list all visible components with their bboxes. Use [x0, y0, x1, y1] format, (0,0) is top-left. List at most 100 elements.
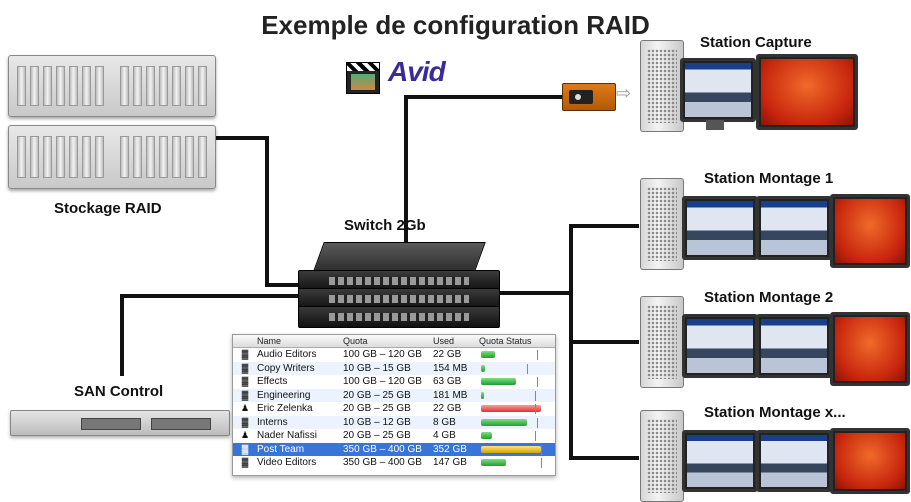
quota-fill — [481, 459, 507, 466]
table-row[interactable]: ♟ Eric Zelenka 20 GB – 25 GB 22 GB — [233, 402, 555, 416]
quota-status-bar — [479, 348, 555, 362]
capture-station-label: Station Capture — [700, 34, 812, 51]
montage1-monitor-2 — [756, 196, 832, 260]
quota-limit-tick — [537, 417, 539, 428]
montage2-monitor-1 — [682, 314, 758, 378]
quota-limit-tick — [537, 350, 539, 360]
raid-storage-unit-2 — [8, 125, 216, 189]
cell-quota: 350 GB – 400 GB — [343, 443, 422, 455]
group-icon: ▓ — [241, 457, 249, 467]
cable-san-up — [120, 296, 124, 376]
quota-table: Name Quota Used Quota Status ▓Audio Edit… — [232, 334, 556, 476]
header-quota[interactable]: Quota — [343, 336, 368, 346]
cable-raid-vertical — [265, 136, 269, 286]
cell-used: 8 GB — [433, 416, 456, 428]
capture-tower — [640, 40, 684, 132]
montage1-station-label: Station Montage 1 — [704, 170, 834, 187]
table-row[interactable]: ▓ Post Team 350 GB – 400 GB 352 GB — [233, 442, 555, 456]
montage1-monitor-3 — [830, 194, 910, 268]
header-name[interactable]: Name — [257, 336, 282, 346]
cable-to-montage2 — [569, 340, 639, 344]
montage2-station-label: Station Montage 2 — [704, 289, 834, 306]
san-control-server — [10, 410, 230, 436]
cell-used: 181 MB — [433, 389, 468, 401]
group-icon: ▓ — [241, 389, 249, 400]
cable-san-to-switch — [120, 294, 310, 298]
cell-name: Effects — [257, 376, 288, 387]
montagex-monitor-2 — [756, 430, 832, 492]
cable-switch-up — [404, 97, 408, 247]
cell-name: Video Editors — [257, 457, 317, 468]
quota-limit-tick — [537, 377, 539, 387]
san-label: SAN Control — [74, 383, 164, 400]
user-icon: ♟ — [240, 403, 250, 413]
table-row[interactable]: ▓ Interns 10 GB – 12 GB 8 GB — [233, 415, 555, 430]
cell-used: 22 GB — [433, 403, 462, 414]
quota-status-bar — [479, 402, 555, 416]
switch-label: Switch 2Gb — [344, 217, 426, 234]
cell-used: 63 GB — [433, 376, 462, 387]
header-used[interactable]: Used — [433, 336, 455, 346]
avid-logo: Avid — [388, 56, 446, 87]
cell-used: 154 MB — [433, 362, 468, 374]
group-icon: ▓ — [241, 376, 249, 386]
diagram-title: Exemple de configuration RAID — [261, 10, 650, 40]
quota-status-bar — [479, 362, 555, 376]
table-row[interactable]: ▓ Engineering 20 GB – 25 GB 181 MB — [233, 388, 555, 403]
fibre-switch — [298, 242, 500, 330]
montage2-monitor-3 — [830, 312, 910, 386]
cell-used: 147 GB — [433, 457, 467, 468]
capture-monitor-right — [756, 54, 858, 130]
quota-fill — [481, 351, 495, 358]
quota-fill — [481, 364, 486, 372]
quota-status-bar — [479, 416, 555, 430]
montage1-monitor-1 — [682, 196, 758, 260]
montage2-tower — [640, 296, 684, 388]
cell-name: Post Team — [257, 443, 305, 455]
montagex-monitor-3 — [830, 428, 910, 494]
cell-quota: 20 GB – 25 GB — [343, 403, 411, 414]
cell-quota: 20 GB – 25 GB — [343, 389, 411, 401]
clapperboard-icon — [346, 62, 380, 94]
montagex-tower — [640, 410, 684, 502]
cell-name: Engineering — [257, 389, 311, 401]
header-quota-status[interactable]: Quota Status — [479, 336, 532, 346]
quota-limit-tick — [535, 404, 537, 414]
cell-used: 352 GB — [433, 443, 467, 455]
montage1-tower — [640, 178, 684, 270]
quota-fill — [481, 391, 484, 399]
group-icon: ▓ — [241, 416, 249, 427]
quota-limit-tick — [535, 390, 537, 401]
table-row[interactable]: ▓ Effects 100 GB – 120 GB 63 GB — [233, 375, 555, 389]
cell-used: 4 GB — [433, 430, 456, 441]
cell-name: Eric Zelenka — [257, 403, 313, 414]
quota-status-bar — [479, 389, 555, 403]
quota-limit-tick — [535, 431, 537, 441]
montagex-station-label: Station Montage x... — [704, 404, 846, 421]
cell-name: Interns — [257, 416, 288, 428]
quota-fill — [481, 418, 527, 426]
quota-limit-tick — [526, 363, 528, 374]
cable-to-montagex — [569, 456, 639, 460]
cell-quota: 20 GB – 25 GB — [343, 430, 411, 441]
capture-deck — [562, 83, 616, 111]
montage2-monitor-2 — [756, 314, 832, 378]
cell-quota: 10 GB – 12 GB — [343, 416, 411, 428]
quota-limit-tick — [540, 444, 542, 455]
quota-fill — [481, 432, 492, 439]
cable-raid-horizontal — [214, 136, 268, 140]
cell-quota: 100 GB – 120 GB — [343, 376, 422, 387]
cell-quota: 10 GB – 15 GB — [343, 362, 411, 374]
cable-raid-to-switch — [265, 283, 310, 287]
quota-limit-tick — [540, 458, 542, 468]
cell-name: Copy Writers — [257, 362, 315, 374]
cell-name: Nader Nafissi — [257, 430, 318, 441]
cable-to-montage1 — [569, 224, 639, 228]
group-icon: ▓ — [241, 443, 249, 454]
quota-fill — [481, 405, 541, 412]
